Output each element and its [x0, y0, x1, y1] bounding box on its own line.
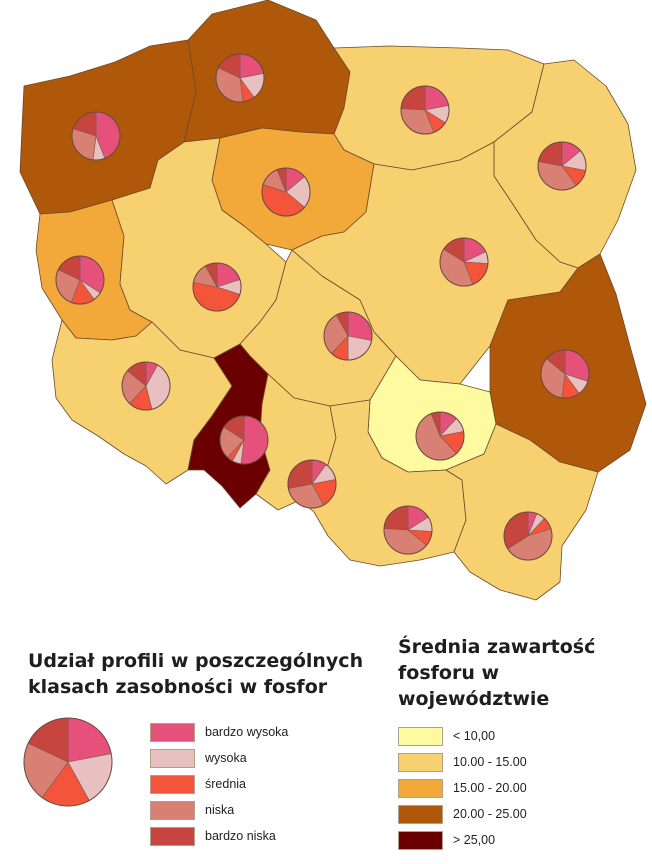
- pie-warminsko-mazurskie: [400, 85, 450, 135]
- pie-podlaskie: [537, 141, 587, 191]
- pie-legend-label: wysoka: [205, 751, 247, 765]
- pie-swietokrzyskie: [415, 411, 465, 461]
- choropleth-legend-swatch: [398, 752, 443, 772]
- pie-opolskie: [219, 415, 269, 465]
- choropleth-legend-swatch: [398, 726, 443, 746]
- pie-legend-title: Udział profili w poszczególnych klasach …: [28, 650, 364, 698]
- legend-pie-outline: [23, 717, 113, 807]
- pie-wielkopolskie: [192, 262, 242, 312]
- pie-podkarpackie: [503, 511, 553, 561]
- pie-dolnoslaskie-outline: [121, 361, 171, 411]
- pie-mazowieckie-outline: [439, 237, 489, 287]
- pie-legend-row-1: wysoka: [150, 747, 247, 769]
- regions-layer: [19, 0, 647, 601]
- pie-malopolskie: [383, 505, 433, 555]
- pie-slaskie: [287, 459, 337, 509]
- pie-lodzkie: [323, 311, 373, 361]
- pie-legend-row-2: średnia: [150, 773, 246, 795]
- pie-legend-swatch: [150, 800, 195, 820]
- choropleth-legend-row-0: < 10,00: [398, 725, 495, 747]
- pie-legend-swatch: [150, 722, 195, 742]
- pie-zachodniopomorskie: [71, 111, 121, 161]
- choropleth-legend-label: > 25,00: [453, 833, 496, 847]
- choropleth-legend-swatch: [398, 830, 443, 850]
- region-podkarpackie: [445, 423, 599, 601]
- pie-slaskie-outline: [287, 459, 337, 509]
- choropleth-legend-label: 10.00 - 15.00: [453, 755, 527, 769]
- choropleth-legend-swatch: [398, 778, 443, 798]
- pie-legend-swatch: [150, 748, 195, 768]
- poland-map: [19, 0, 647, 601]
- pie-swietokrzyskie-outline: [415, 411, 465, 461]
- pie-lubelskie-outline: [540, 349, 590, 399]
- choropleth-legend-row-4: > 25,00: [398, 829, 495, 851]
- choropleth-legend-label: 20.00 - 25.00: [453, 807, 527, 821]
- pie-legend-label: bardzo niska: [205, 829, 276, 843]
- pie-warminsko-mazurskie-outline: [400, 85, 450, 135]
- pie-kujawsko-pomorskie: [261, 167, 311, 217]
- pie-legend-label: niska: [205, 803, 235, 817]
- pie-lubelskie: [540, 349, 590, 399]
- pie-lubuskie: [55, 255, 105, 305]
- choropleth-legend-label: < 10,00: [453, 729, 496, 743]
- pie-podkarpackie-outline: [503, 511, 553, 561]
- region-pomorskie: [183, 0, 351, 143]
- pie-legend-row-4: bardzo niska: [150, 825, 276, 847]
- pie-legend-swatch: [150, 826, 195, 846]
- pie-zachodniopomorskie-outline: [71, 111, 121, 161]
- voivodeship-map-svg: [19, 0, 647, 601]
- choropleth-legend-title: Średnia zawartość fosforu w województwie: [398, 636, 596, 710]
- choropleth-legend-row-1: 10.00 - 15.00: [398, 751, 527, 773]
- pies-layer: [55, 53, 590, 561]
- pie-legend-label: bardzo wysoka: [205, 725, 289, 739]
- pie-kujawsko-pomorskie-outline: [261, 167, 311, 217]
- pie-dolnoslaskie: [121, 361, 171, 411]
- pie-pomorskie-outline: [215, 53, 265, 103]
- pie-legend-row-0: bardzo wysoka: [150, 721, 288, 743]
- pie-lodzkie-outline: [323, 311, 373, 361]
- choropleth-legend-swatch: [398, 804, 443, 824]
- legend-sample-pie: [23, 717, 113, 807]
- choropleth-legend-row-2: 15.00 - 20.00: [398, 777, 527, 799]
- choropleth-legend-label: 15.00 - 20.00: [453, 781, 527, 795]
- pie-legend-swatch: [150, 774, 195, 794]
- pie-wielkopolskie-outline: [192, 262, 242, 312]
- pie-mazowieckie: [439, 237, 489, 287]
- pie-podlaskie-outline: [537, 141, 587, 191]
- pie-legend-label: średnia: [205, 777, 246, 791]
- choropleth-legend-row-3: 20.00 - 25.00: [398, 803, 527, 825]
- pie-legend-row-3: niska: [150, 799, 234, 821]
- pie-malopolskie-outline: [383, 505, 433, 555]
- pie-opolskie-outline: [219, 415, 269, 465]
- pie-lubuskie-outline: [55, 255, 105, 305]
- pie-pomorskie: [215, 53, 265, 103]
